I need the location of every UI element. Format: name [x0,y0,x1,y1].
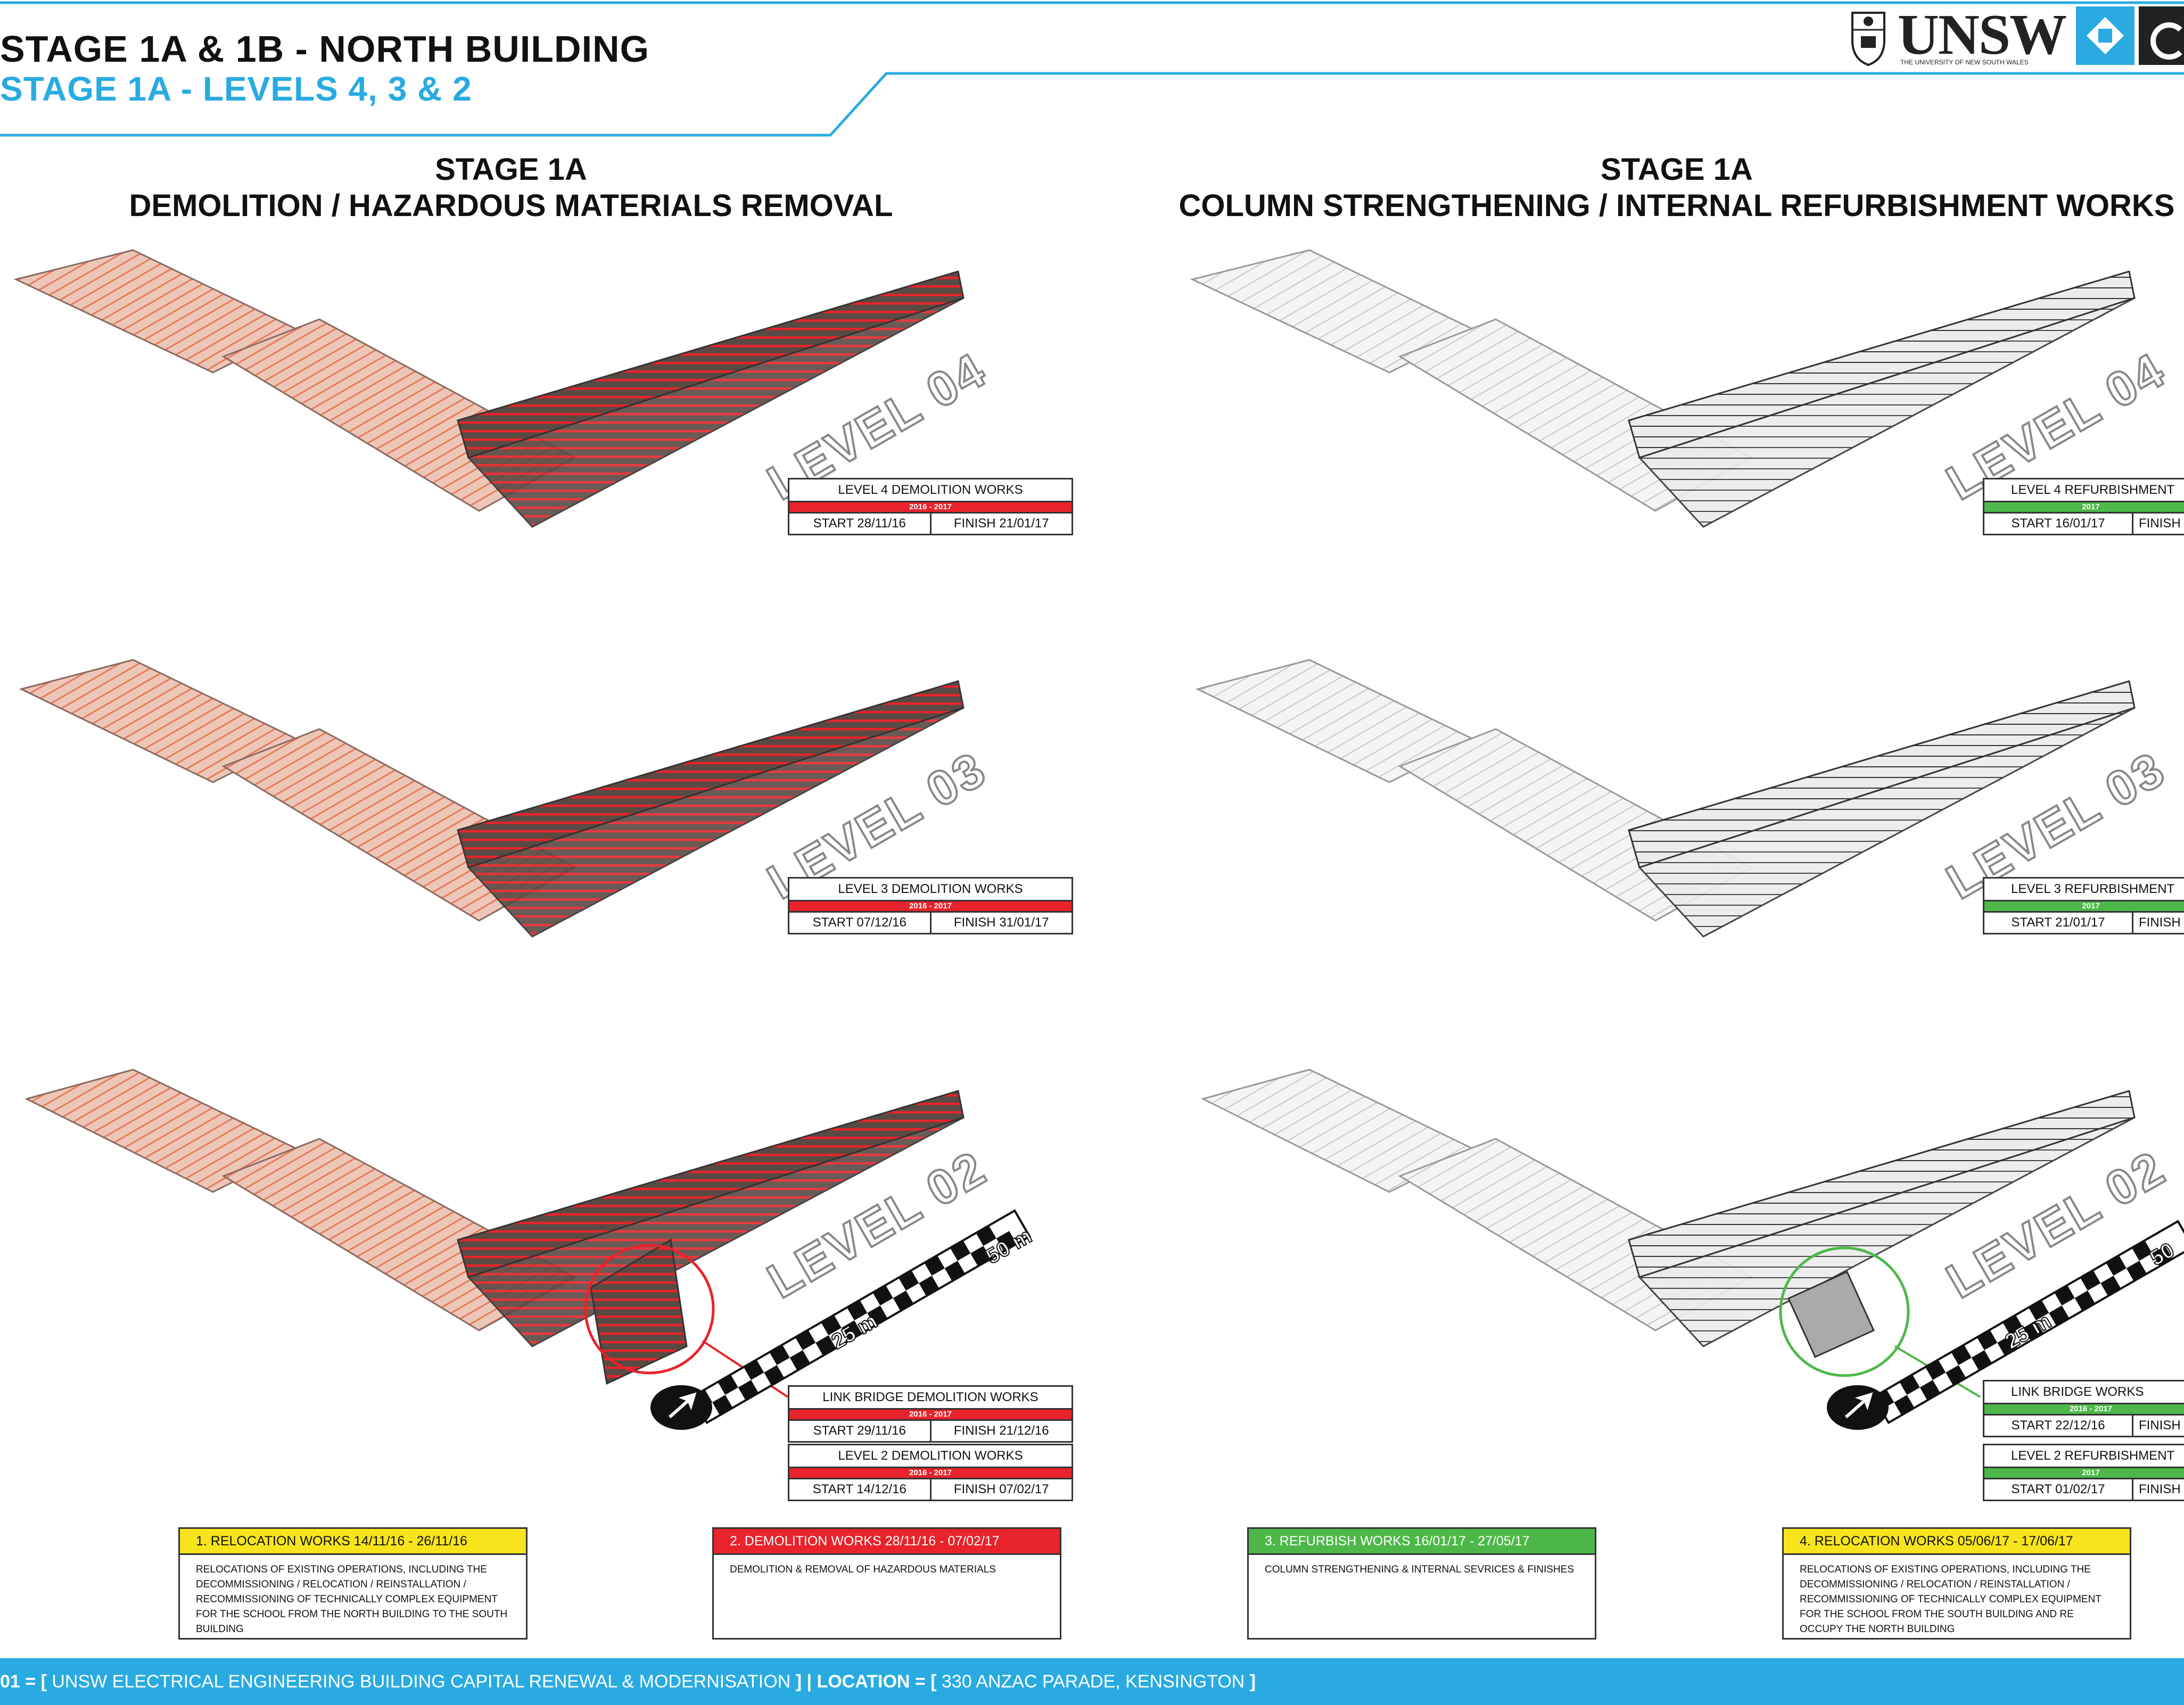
process-step-body: COLUMN STRENGTHENING & INTERNAL SEVRICES… [1265,1564,1574,1575]
info-finish: FINISH [2139,1418,2181,1433]
left-stage-subtitle: DEMOLITION / HAZARDOUS MATERIALS REMOVAL [129,188,893,223]
header-lines [0,1,2184,137]
info-title: LEVEL 4 DEMOLITION WORKS [789,479,1072,502]
info-title: LEVEL 2 REFURBISHMENT [1984,1445,2184,1468]
left-level-3-info-box: LEVEL 3 DEMOLITION WORKS 2016 - 2017 STA… [788,877,1073,934]
footer-prefix: 01 = [ [0,1671,52,1692]
left-north-arrow-icon [650,1385,712,1430]
process-step-2: 2. DEMOLITION WORKS 28/11/16 - 07/02/17 … [712,1527,1061,1640]
right-level-03-drawing [1195,659,2136,938]
info-title: LEVEL 2 DEMOLITION WORKS [789,1445,1072,1468]
info-years: 2017 [1984,1468,2184,1478]
right-stage-label: STAGE 1A [1601,152,1753,187]
crest-icon [1851,12,1885,67]
right-column-heading: STAGE 1A COLUMN STRENGTHENING / INTERNAL… [1171,152,2182,224]
info-title: LINK BRIDGE DEMOLITION WORKS [789,1387,1072,1410]
info-finish: FINISH [2139,516,2181,531]
right-level-2-info-box: LEVEL 2 REFURBISHMENT 2017 START 01/02/1… [1983,1444,2184,1501]
unsw-logo: UNSW THE UNIVERSITY OF NEW SOUTH WALES [1847,3,2184,69]
info-finish: FINISH [2139,1482,2181,1496]
info-finish: FINISH 31/01/17 [953,915,1049,930]
process-step-3: 3. REFURBISH WORKS 16/01/17 - 27/05/17 C… [1247,1527,1596,1640]
left-column-heading: STAGE 1A DEMOLITION / HAZARDOUS MATERIAL… [90,152,932,224]
info-start: START 16/01/17 [1984,514,2133,534]
info-years: 2016 - 2017 [789,502,1072,512]
left-level-04-drawing [13,249,965,528]
info-start: START 21/01/17 [1984,913,2133,933]
info-finish: FINISH 07/02/17 [953,1482,1049,1496]
process-step-title: 1. RELOCATION WORKS 14/11/16 - 26/11/16 [180,1529,526,1555]
left-scale-bar [690,1209,1031,1425]
info-finish: FINISH [2139,915,2181,930]
info-title: LEVEL 3 REFURBISHMENT [1984,879,2184,901]
partner-logo-icon [2076,6,2134,65]
footer-suffix: ] [1245,1671,1256,1692]
right-link-bridge-info-box: LINK BRIDGE WORKS 2016 - 2017 START 22/1… [1983,1380,2184,1437]
process-step-title: 3. REFURBISH WORKS 16/01/17 - 27/05/17 [1249,1529,1595,1555]
left-link-bridge-info-box: LINK BRIDGE DEMOLITION WORKS 2016 - 2017… [788,1385,1073,1443]
footer-eq: = [ [910,1671,942,1692]
page-title: STAGE 1A & 1B - NORTH BUILDING [0,28,650,70]
info-start: START 01/02/17 [1984,1479,2133,1500]
left-stage-label: STAGE 1A [435,152,587,187]
logo-wordmark: UNSW [1898,3,2067,67]
info-years: 2016 - 2017 [789,1468,1072,1478]
info-title: LINK BRIDGE WORKS [1984,1381,2184,1404]
right-level-02-drawing [1200,1069,2136,1358]
info-title: LEVEL 4 REFURBISHMENT [1984,479,2184,502]
info-years: 2016 - 2017 [789,1410,1072,1419]
left-level-02-drawing [24,1069,965,1385]
info-start: START 28/11/16 [789,514,932,534]
process-step-body: DEMOLITION & REMOVAL OF HAZARDOUS MATERI… [730,1564,996,1575]
info-start: START 14/12/16 [789,1479,932,1500]
process-step-title: 4. RELOCATION WORKS 05/06/17 - 17/06/17 [1784,1529,2130,1555]
footer-location-label: LOCATION [817,1671,910,1692]
footer-bar: 01 = [ UNSW ELECTRICAL ENGINEERING BUILD… [0,1658,2184,1705]
process-step-1: 1. RELOCATION WORKS 14/11/16 - 26/11/16 … [178,1527,528,1640]
right-stage-subtitle: COLUMN STRENGTHENING / INTERNAL REFURBIS… [1178,188,2175,223]
left-level-4-info-box: LEVEL 4 DEMOLITION WORKS 2016 - 2017 STA… [788,478,1073,535]
left-level-03-drawing [19,659,965,938]
footer-mid: ] | [790,1671,817,1692]
info-years: 2017 [1984,502,2184,512]
info-title: LEVEL 3 DEMOLITION WORKS [789,879,1072,901]
info-start: START 07/12/16 [789,913,932,933]
info-start: START 29/11/16 [789,1421,932,1441]
right-link-bridge-highlight [1779,1246,1910,1377]
right-north-arrow-icon [1827,1385,1889,1430]
process-step-4: 4. RELOCATION WORKS 05/06/17 - 17/06/17 … [1782,1527,2131,1640]
process-step-body: RELOCATIONS OF EXISTING OPERATIONS, INCL… [196,1564,508,1635]
building-drawings [13,249,2184,1430]
right-level-3-info-box: LEVEL 3 REFURBISHMENT 2017 START 21/01/1… [1983,877,2184,934]
partner-logo-dark-icon [2139,6,2184,65]
footer-project: UNSW ELECTRICAL ENGINEERING BUILDING CAP… [52,1671,791,1692]
left-level-2-info-box: LEVEL 2 DEMOLITION WORKS 2016 - 2017 STA… [788,1444,1073,1501]
right-level-4-info-box: LEVEL 4 REFURBISHMENT 2017 START 16/01/1… [1983,478,2184,535]
info-start: START 22/12/16 [1984,1416,2133,1436]
logo-subtext: THE UNIVERSITY OF NEW SOUTH WALES [1900,59,2029,66]
page-subtitle: STAGE 1A - LEVELS 4, 3 & 2 [0,70,472,108]
process-step-title: 2. DEMOLITION WORKS 28/11/16 - 07/02/17 [714,1529,1060,1555]
info-finish: FINISH 21/01/17 [953,516,1049,531]
process-step-body: RELOCATIONS OF EXISTING OPERATIONS, INCL… [1800,1564,2101,1635]
info-years: 2017 [1984,901,2184,911]
info-years: 2016 - 2017 [1984,1404,2184,1414]
right-level-04-drawing [1190,249,2136,528]
info-finish: FINISH 21/12/16 [953,1423,1049,1438]
right-scale-bar [1872,1220,2184,1425]
footer-location: 330 ANZAC PARADE, KENSINGTON [942,1671,1245,1692]
left-link-bridge-highlight [584,1244,715,1375]
info-years: 2016 - 2017 [789,901,1072,911]
